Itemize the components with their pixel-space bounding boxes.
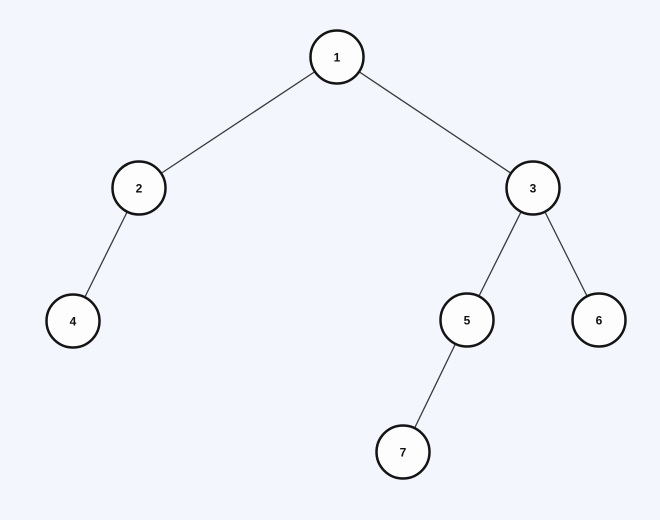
node-circle [505,160,561,216]
edges-layer [72,56,600,453]
node-label: 7 [400,446,407,460]
tree-node-6: 6 [571,292,627,348]
node-label: 2 [136,182,143,196]
node-circle [111,160,167,216]
node-circle [45,293,101,349]
tree-node-2: 2 [111,160,167,216]
tree-node-1: 1 [309,29,365,85]
node-circle [571,292,627,348]
tree-node-7: 7 [375,424,431,480]
tree-node-3: 3 [505,160,561,216]
tree-edge-1-3 [336,56,534,189]
tree-node-5: 5 [439,292,495,348]
node-label: 1 [334,51,341,65]
node-label: 5 [464,314,471,328]
node-circle [439,292,495,348]
node-circle [309,29,365,85]
tree-edge-1-2 [138,56,338,189]
tree-node-4: 4 [45,293,101,349]
node-label: 3 [530,182,537,196]
nodes-layer: 1 2 3 4 5 6 7 [45,29,627,480]
node-label: 6 [596,314,603,328]
node-label: 4 [70,315,77,329]
node-circle [375,424,431,480]
